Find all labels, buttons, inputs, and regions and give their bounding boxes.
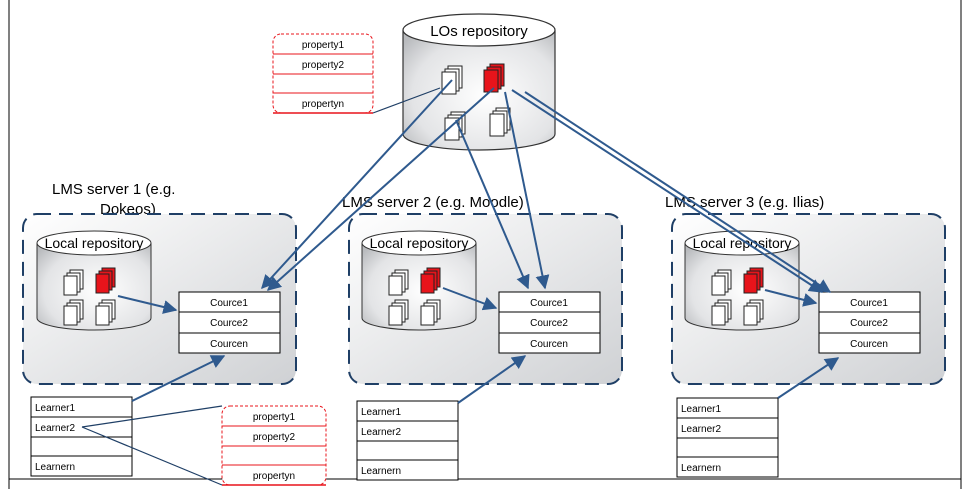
learner-property-2: property2 bbox=[253, 432, 296, 443]
arrow-local2-to-course2 bbox=[442, 287, 498, 311]
lo-property-list: property1 property2 propertyn bbox=[272, 33, 374, 114]
lo-property-link bbox=[372, 87, 441, 114]
course-1-1: Cource1 bbox=[210, 298, 248, 309]
local-1-document-icons bbox=[63, 267, 116, 326]
course-2-n: Courcen bbox=[530, 339, 568, 350]
course-list-3: Cource1 Cource2 Courcen bbox=[818, 291, 921, 354]
local-repository-2: Local repository bbox=[361, 230, 477, 331]
course-2-1: Cource1 bbox=[530, 298, 568, 309]
learner-2-1: Learner1 bbox=[361, 407, 401, 418]
document-icon bbox=[388, 275, 403, 296]
learner-2-n: Learnern bbox=[361, 466, 401, 477]
course-list-1: Cource1 Cource2 Courcen bbox=[178, 291, 281, 354]
lo-property-1: property1 bbox=[302, 40, 345, 51]
arrow-lo-to-course3-a bbox=[511, 89, 824, 293]
document-icon bbox=[63, 305, 78, 326]
arrow-local1-to-course1 bbox=[117, 295, 178, 314]
highlighted-document-icon bbox=[483, 69, 499, 93]
course-2-2: Cource2 bbox=[530, 318, 568, 329]
lo-document-icons bbox=[441, 63, 511, 141]
highlighted-document-icon bbox=[743, 273, 758, 294]
learner-3-2: Learner2 bbox=[681, 424, 721, 435]
highlighted-document-icon bbox=[95, 273, 110, 294]
highlighted-document-icon bbox=[420, 273, 435, 294]
arrow-lo-to-course2-b bbox=[504, 91, 550, 290]
document-icon bbox=[711, 305, 726, 326]
document-icon bbox=[95, 305, 110, 326]
lo-property-2: property2 bbox=[302, 60, 345, 71]
lo-repository: LOs repository bbox=[402, 13, 556, 151]
document-icon bbox=[489, 113, 505, 137]
arrow-local3-to-course3 bbox=[764, 289, 818, 307]
server-3-title: LMS server 3 (e.g. Ilias) bbox=[665, 194, 824, 211]
learner-property-link-top bbox=[81, 405, 223, 428]
local-3-document-icons bbox=[711, 267, 764, 326]
document-icon bbox=[743, 305, 758, 326]
learner-1-n: Learnern bbox=[35, 462, 75, 473]
local-repository-1-title: Local repository bbox=[45, 235, 144, 251]
local-2-document-icons bbox=[388, 267, 441, 326]
course-list-2: Cource1 Cource2 Courcen bbox=[498, 291, 601, 354]
local-repository-2-title: Local repository bbox=[370, 235, 469, 251]
learner-1-1: Learner1 bbox=[35, 403, 75, 414]
learner-3-n: Learnern bbox=[681, 463, 721, 474]
server-1-title-line1: LMS server 1 (e.g. bbox=[52, 181, 175, 198]
learner-property-link-bottom bbox=[81, 426, 223, 486]
learner-property-1: property1 bbox=[253, 412, 296, 423]
course-1-n: Courcen bbox=[210, 339, 248, 350]
course-1-2: Cource2 bbox=[210, 318, 248, 329]
learner-list-2: Learner1 Learner2 Learnern bbox=[356, 400, 459, 481]
connectors bbox=[81, 79, 840, 486]
lo-property-n: propertyn bbox=[302, 99, 344, 110]
course-3-2: Cource2 bbox=[850, 318, 888, 329]
lo-repository-title: LOs repository bbox=[430, 23, 528, 40]
learner-list-1: Learner1 Learner2 Learnern bbox=[30, 396, 133, 477]
learner-property-list: property1 property2 propertyn bbox=[221, 405, 327, 486]
arrow-learners2-to-courses bbox=[457, 355, 527, 404]
learner-list-3: Learner1 Learner2 Learnern bbox=[676, 397, 779, 478]
arrow-lo-to-course1-a bbox=[261, 79, 453, 290]
course-3-n: Courcen bbox=[850, 339, 888, 350]
learner-2-2: Learner2 bbox=[361, 427, 401, 438]
arrow-lo-to-course2-a bbox=[455, 119, 530, 290]
server-2-title: LMS server 2 (e.g. Moodle) bbox=[342, 194, 524, 211]
document-icon bbox=[711, 275, 726, 296]
document-icon bbox=[63, 275, 78, 296]
local-repository-3-title: Local repository bbox=[693, 235, 792, 251]
arrow-lo-to-course3-b bbox=[524, 91, 832, 293]
course-3-1: Cource1 bbox=[850, 298, 888, 309]
document-icon bbox=[388, 305, 403, 326]
learner-1-2: Learner2 bbox=[35, 423, 75, 434]
local-repository-1: Local repository bbox=[36, 230, 152, 331]
learner-3-1: Learner1 bbox=[681, 404, 721, 415]
learner-property-n: propertyn bbox=[253, 471, 295, 482]
local-repository-3: Local repository bbox=[684, 230, 800, 331]
arrow-learners3-to-courses bbox=[777, 357, 840, 399]
arrow-learners1-to-courses bbox=[131, 355, 226, 402]
document-icon bbox=[420, 305, 435, 326]
